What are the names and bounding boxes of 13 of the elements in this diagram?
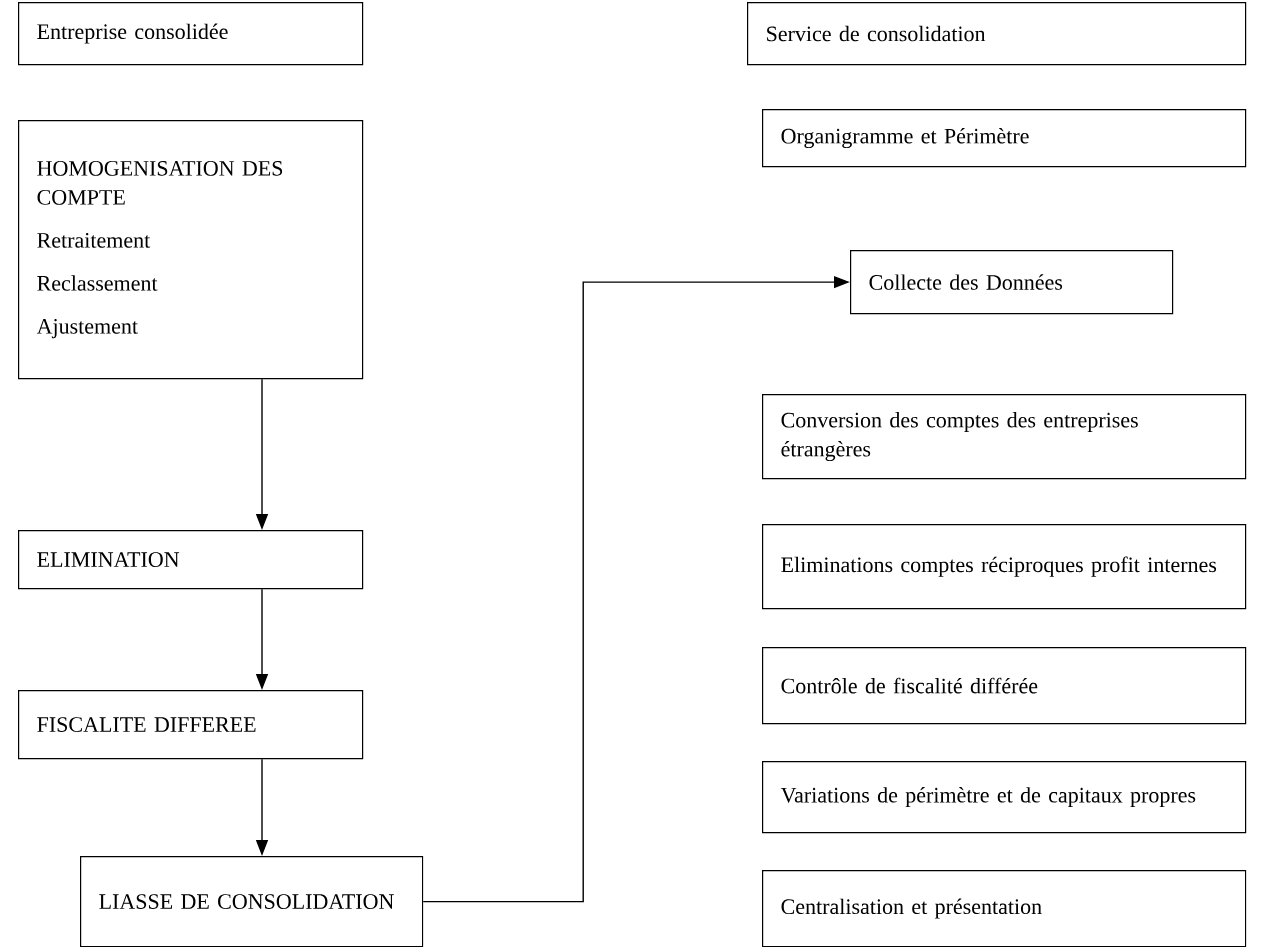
process-box: Centralisation et présentation bbox=[762, 870, 1247, 947]
process-box: Variations de périmètre et de capitaux propres bbox=[762, 761, 1247, 834]
process-box: Conversion des comptes des entreprises étrangères bbox=[762, 394, 1247, 480]
process-box: Collecte des Données bbox=[850, 250, 1174, 315]
process-box: ELIMINATION bbox=[18, 530, 364, 590]
process-box: FISCALITE DIFFEREE bbox=[18, 690, 364, 760]
process-box: Contrôle de fiscalité différée bbox=[762, 647, 1247, 725]
process-box: Organigramme et Périmètre bbox=[762, 109, 1247, 168]
process-box: LIASSE DE CONSOLIDATION bbox=[80, 856, 424, 947]
process-box: HOMOGENISATION DES COMPTE Retraitement Reclassement Ajustement bbox=[18, 120, 364, 380]
process-box: Eliminations comptes réciproques profit internes bbox=[762, 524, 1247, 610]
process-box: Entreprise consolidée bbox=[18, 2, 364, 66]
process-box: Service de consolidation bbox=[747, 2, 1247, 66]
